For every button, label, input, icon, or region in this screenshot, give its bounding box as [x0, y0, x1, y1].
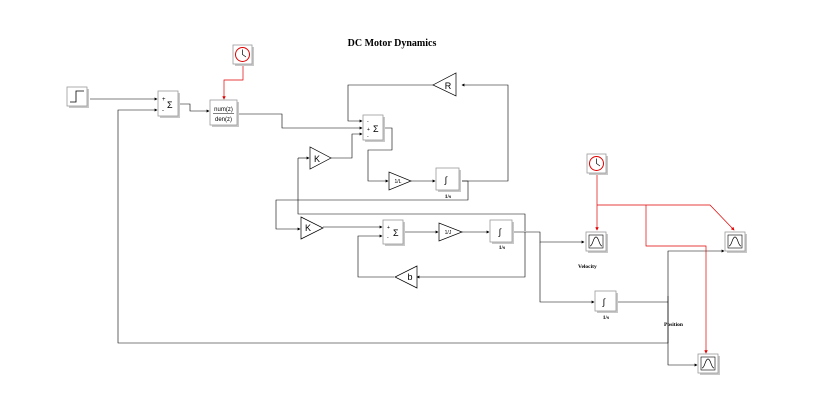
integrator-block-3[interactable]: ∫ 1/s [594, 290, 618, 321]
integral-icon: ∫ [602, 297, 607, 307]
gain-block-r[interactable]: R [432, 72, 457, 97]
sigma-icon: Σ [393, 228, 399, 238]
gain-r-label: R [445, 81, 452, 91]
velocity-label: Velocity [578, 264, 597, 270]
gain-inv-l-label: 1/L [395, 179, 402, 185]
integrator-block-1[interactable]: ∫ 1/s [435, 167, 461, 200]
position-label: Position [664, 322, 683, 328]
sum3-minus: - [387, 235, 389, 241]
integrator-1-label: 1/s [445, 194, 451, 200]
gain-k1-label: K [314, 154, 320, 164]
gain-k2-label: K [305, 223, 311, 233]
sum-minus-sign: - [162, 108, 164, 114]
sum2-plus: + [367, 127, 370, 133]
clock-block-2[interactable] [586, 153, 608, 175]
sum-block-1[interactable]: + - Σ [157, 90, 180, 118]
tf-denominator: den(z) [215, 117, 232, 123]
gain-block-k2[interactable]: K [300, 216, 324, 240]
gain-block-inv-j[interactable]: 1/J [438, 222, 463, 242]
gain-b-label: b [407, 272, 412, 282]
diagram-title: DC Motor Dynamics [348, 38, 437, 49]
sum3-plus: + [387, 225, 390, 231]
step-block[interactable] [66, 86, 89, 108]
transfer-function-block[interactable]: num(z) den(z) [209, 99, 239, 127]
tf-numerator: num(z) [214, 107, 233, 113]
sum-block-3[interactable]: + - Σ [382, 219, 405, 246]
scope-block-position[interactable] [697, 353, 720, 375]
sigma-icon: Σ [373, 124, 379, 134]
scope-block-combined[interactable] [724, 231, 747, 253]
gain-block-inv-l[interactable]: 1/L [388, 171, 412, 191]
sum2-minus-top: - [367, 119, 369, 125]
sum-plus-sign: + [162, 97, 166, 103]
scope-block-velocity[interactable] [585, 231, 608, 253]
sum-block-2[interactable]: - + - Σ [362, 114, 385, 142]
scope-icon [589, 236, 603, 247]
scope-icon [701, 358, 715, 369]
integral-icon: ∫ [444, 175, 449, 185]
signal-links [90, 83, 725, 367]
event-links [222, 66, 735, 354]
integrator-3-label: 1/s [603, 315, 609, 321]
gain-inv-j-label: 1/J [445, 230, 452, 236]
integrator-2-label: 1/s [499, 245, 505, 251]
integral-icon: ∫ [498, 227, 503, 237]
sigma-icon: Σ [167, 100, 173, 110]
sum2-minus-bottom: - [367, 134, 369, 140]
integrator-block-2[interactable]: ∫ 1/s [489, 219, 514, 251]
clock-block-1[interactable] [232, 44, 254, 66]
scope-icon [728, 236, 742, 247]
gain-block-b[interactable]: b [394, 265, 418, 289]
gain-block-k1[interactable]: K [309, 146, 332, 170]
